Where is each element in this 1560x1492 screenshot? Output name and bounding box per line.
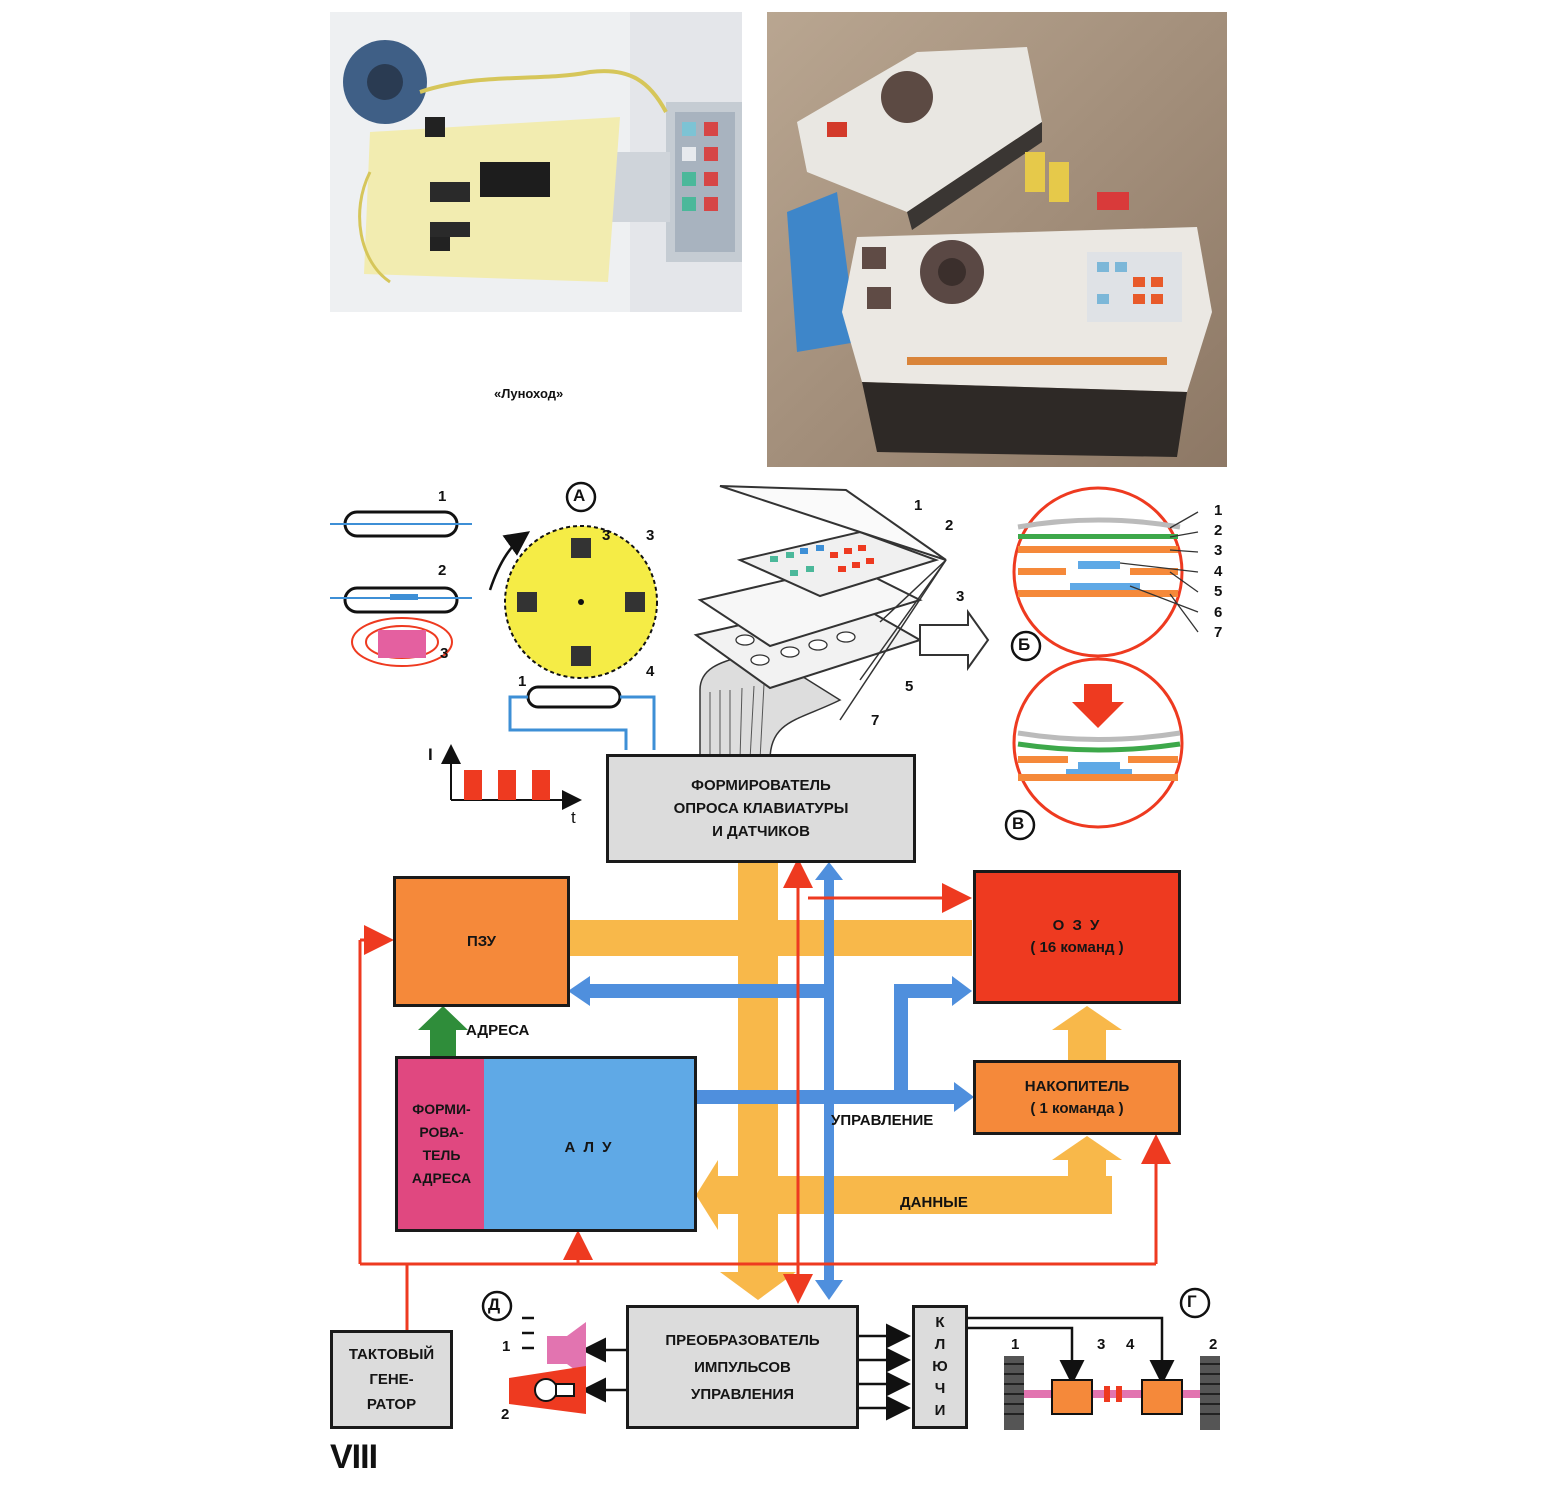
callout-sec-7: 7 bbox=[1214, 624, 1223, 641]
clock-line-3: РАТОР bbox=[366, 1396, 417, 1413]
rom-label: ПЗУ bbox=[467, 933, 496, 950]
address-arrow bbox=[418, 1006, 468, 1056]
callout-sec-3: 3 bbox=[1214, 542, 1223, 559]
callout-motor-2: 2 bbox=[1209, 1336, 1218, 1353]
converter-line-3: УПРАВЛЕНИЯ bbox=[690, 1385, 794, 1403]
callout-wheel-3a: 3 bbox=[602, 527, 611, 544]
callout-sec-4: 4 bbox=[1214, 563, 1223, 580]
callout-motor-1: 1 bbox=[1011, 1336, 1020, 1353]
converter-line-2: ИМПУЛЬСОВ bbox=[694, 1358, 791, 1376]
data-bus bbox=[570, 862, 1122, 1300]
keys-letter-3: Ю bbox=[932, 1358, 948, 1375]
accumulator-label: НАКОПИТЕЛЬ bbox=[1024, 1077, 1130, 1095]
cross-section-b bbox=[1012, 486, 1184, 658]
callout-sec-5: 5 bbox=[1214, 583, 1223, 600]
ram-block: О З У ( 16 команд ) bbox=[973, 870, 1181, 1004]
keyboard-scanner-block: ФОРМИРОВАТЕЛЬ ОПРОСА КЛАВИАТУРЫ И ДАТЧИК… bbox=[606, 754, 916, 863]
sensor-wheel bbox=[504, 525, 658, 679]
callout-motor-4: 4 bbox=[1126, 1336, 1135, 1353]
callout-sec-6: 6 bbox=[1214, 604, 1223, 621]
marker-g: Г bbox=[1187, 1292, 1197, 1311]
motor-assembly bbox=[1004, 1356, 1220, 1430]
callout-reed-1: 1 bbox=[438, 488, 447, 505]
callout-out-1: 1 bbox=[502, 1338, 511, 1355]
scanner-line-1: ФОРМИРОВАТЕЛЬ bbox=[691, 777, 831, 794]
pulse-graph bbox=[441, 744, 582, 810]
callout-wheel-4: 4 bbox=[646, 663, 655, 680]
speaker-icon bbox=[522, 1316, 586, 1378]
keys-letter-2: Л bbox=[934, 1336, 946, 1353]
addr-former-line-2: РОВА- bbox=[419, 1124, 464, 1140]
addr-former-line-4: АДРЕСА bbox=[411, 1170, 472, 1186]
callout-reed-3: 3 bbox=[440, 645, 449, 662]
control-bus bbox=[568, 862, 974, 1300]
pulse-converter-block: ПРЕОБРАЗОВАТЕЛЬ ИМПУЛЬСОВ УПРАВЛЕНИЯ bbox=[626, 1305, 859, 1429]
circuit-board-photo bbox=[330, 12, 742, 312]
marker-d: Д bbox=[488, 1295, 501, 1314]
wheel-reed-switch bbox=[508, 685, 656, 750]
scanner-line-2: ОПРОСА КЛАВИАТУРЫ bbox=[673, 800, 849, 817]
marker-b: Б bbox=[1018, 635, 1031, 654]
callout-kb-3: 3 bbox=[956, 588, 965, 605]
control-bus-label: УПРАВЛЕНИЕ bbox=[831, 1112, 934, 1129]
callout-wheel-3b: 3 bbox=[646, 527, 655, 544]
callout-kb-7: 7 bbox=[871, 712, 880, 729]
ram-capacity: ( 16 команд ) bbox=[1030, 939, 1124, 956]
marker-v: В bbox=[1012, 814, 1025, 833]
accumulator-block: НАКОПИТЕЛЬ ( 1 команда ) bbox=[973, 1060, 1181, 1135]
converter-line-1: ПРЕОБРАЗОВАТЕЛЬ bbox=[665, 1331, 820, 1349]
callout-sec-1: 1 bbox=[1214, 502, 1223, 519]
rom-block: ПЗУ bbox=[393, 876, 570, 1007]
clock-lines bbox=[358, 858, 1171, 1330]
scanner-line-3: И ДАТЧИКОВ bbox=[712, 823, 810, 840]
accumulator-capacity: ( 1 команда ) bbox=[1030, 1099, 1124, 1117]
reed-switch-figure bbox=[330, 510, 472, 614]
switches-block: К Л Ю Ч И bbox=[912, 1305, 968, 1429]
clock-line-2: ГЕНЕ- bbox=[369, 1371, 414, 1388]
graph-x-label: t bbox=[571, 808, 576, 827]
alu-block: А Л У bbox=[484, 1056, 697, 1232]
data-bus-label: ДАННЫЕ bbox=[900, 1194, 968, 1211]
address-bus-label: АДРЕСА bbox=[466, 1022, 530, 1039]
callout-motor-3: 3 bbox=[1097, 1336, 1106, 1353]
callout-wheel-reed-1: 1 bbox=[518, 673, 527, 690]
keys-letter-5: И bbox=[934, 1402, 946, 1419]
callout-sec-2: 2 bbox=[1214, 522, 1223, 539]
alu-label: А Л У bbox=[564, 1139, 614, 1156]
keys-letter-4: Ч bbox=[934, 1380, 946, 1397]
clock-line-1: ТАКТОВЫЙ bbox=[348, 1346, 435, 1363]
callout-kb-5: 5 bbox=[905, 678, 914, 695]
magnet-icon bbox=[351, 617, 453, 667]
cross-section-v bbox=[1012, 657, 1184, 829]
lunokhod-toy-photo bbox=[767, 12, 1227, 467]
callout-kb-2: 2 bbox=[945, 517, 954, 534]
photo-caption: «Луноход» bbox=[494, 386, 564, 401]
address-former-block: ФОРМИ- РОВА- ТЕЛЬ АДРЕСА bbox=[395, 1056, 485, 1232]
callout-out-2: 2 bbox=[501, 1406, 510, 1423]
addr-former-line-3: ТЕЛЬ bbox=[422, 1147, 461, 1163]
clock-generator-block: ТАКТОВЫЙ ГЕНЕ- РАТОР bbox=[330, 1330, 453, 1429]
ram-label: О З У bbox=[1052, 917, 1102, 934]
callout-reed-2: 2 bbox=[438, 562, 447, 579]
lamp-icon bbox=[509, 1366, 586, 1414]
marker-a: А bbox=[573, 486, 586, 505]
page-number: VIII bbox=[330, 1438, 378, 1476]
keyboard-exploded bbox=[693, 485, 990, 761]
callout-kb-1: 1 bbox=[914, 497, 923, 514]
graph-y-label: I bbox=[428, 745, 433, 764]
keys-letter-1: К bbox=[935, 1314, 945, 1331]
addr-former-line-1: ФОРМИ- bbox=[412, 1101, 471, 1117]
